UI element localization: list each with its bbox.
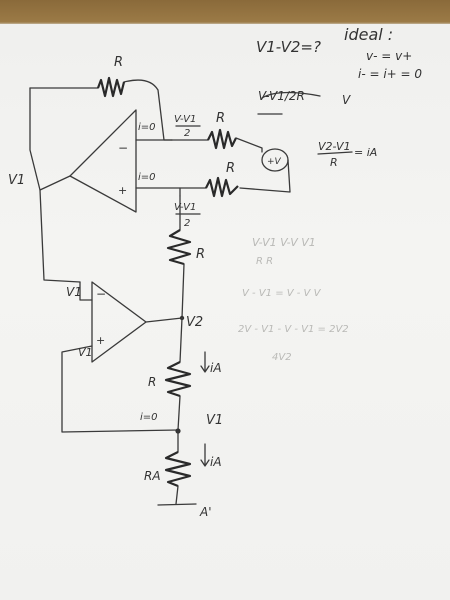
opamp-top [69,109,137,213]
label-R-vertical: R [196,247,205,262]
label-V1-opamp-top: V1 [66,285,82,299]
wire-top-loop [29,79,173,141]
wire-to-v2 [181,263,185,319]
wire-opamp-low-out [145,317,183,323]
label-frac-top-den: 2 [184,128,190,139]
label-ideal-i: i- = i+ = 0 [358,67,422,81]
faint-note-3: V - V1 = V - V V [242,288,322,299]
resistor-vertical-R [166,229,192,266]
label-RA: RA [144,469,161,483]
faint-note-1: V-V1 V-V V1 [252,236,316,249]
label-scribble: V-V1/2R [258,89,305,103]
label-top-eq: V1-V2=? [256,38,321,56]
label-minus-low: − [96,287,106,301]
label-frac-top: V-V1 [174,114,196,125]
label-V2: V2 [186,315,203,330]
label-current-eq: V2-V1 [318,140,351,153]
wire-to-v1-node [177,395,181,431]
label-plus-top: + [118,184,127,197]
label-frac-mid: V-V1 [174,202,196,213]
opamp-bottom [91,281,147,363]
label-ideal-v: v- = v+ [366,49,412,63]
scribble-strike [261,91,321,99]
faint-note-5: 4V2 [272,352,292,363]
label-current-rhs: = iA [354,146,377,159]
label-current-den: R [330,156,338,169]
resistor-upper-R [207,128,237,150]
ground-line [157,503,197,506]
label-source: +V [267,157,282,167]
faint-note-4: 2V - V1 - V - V1 = 2V2 [238,324,349,335]
label-R-series: R [148,375,156,389]
label-R-mid: R [216,111,225,126]
label-R-top: R [114,55,123,70]
paper-sheet [0,24,450,600]
label-i0-top: i=0 [138,122,156,133]
label-i0-mid: i=0 [138,172,156,183]
wire-opamp-top-plus [135,187,181,197]
arrow-iA-lower-icon [200,443,210,467]
wire-to-ground [175,485,179,505]
wire-left-rail [29,87,81,283]
resistor-series-R [164,361,192,398]
arrow-iA-upper-icon [200,351,210,373]
wire-opamp-low-minus [79,281,93,301]
wire-opamp-low-plus [61,345,179,433]
label-iA-lower: iA [210,455,222,469]
faint-note-2: R R [256,256,273,267]
resistor-lower-R [205,176,239,198]
resistor-top-feedback [96,76,126,98]
label-V1-opamp-bottom: V1 [78,346,93,359]
resistor-RA [164,451,192,488]
wire-to-opamp-out [39,175,71,191]
current-frac-bar [317,151,353,155]
label-plus-low: + [96,334,105,347]
wire-to-source-top [235,137,263,153]
label-minus-top: − [118,141,128,155]
label-V1-node: V1 [206,413,223,428]
label-V1-left: V1 [8,173,25,188]
label-iA-upper: iA [210,361,222,375]
label-A-prime: A' [199,505,212,519]
label-R-small: R [226,161,235,176]
label-frac-mid-den: 2 [184,218,190,229]
wire-v2-down [179,317,183,363]
wire-source-return [239,159,291,193]
label-i0-low: i=0 [140,412,158,423]
label-ideal: ideal : [344,25,393,44]
label-scribble-v: V [342,93,351,107]
